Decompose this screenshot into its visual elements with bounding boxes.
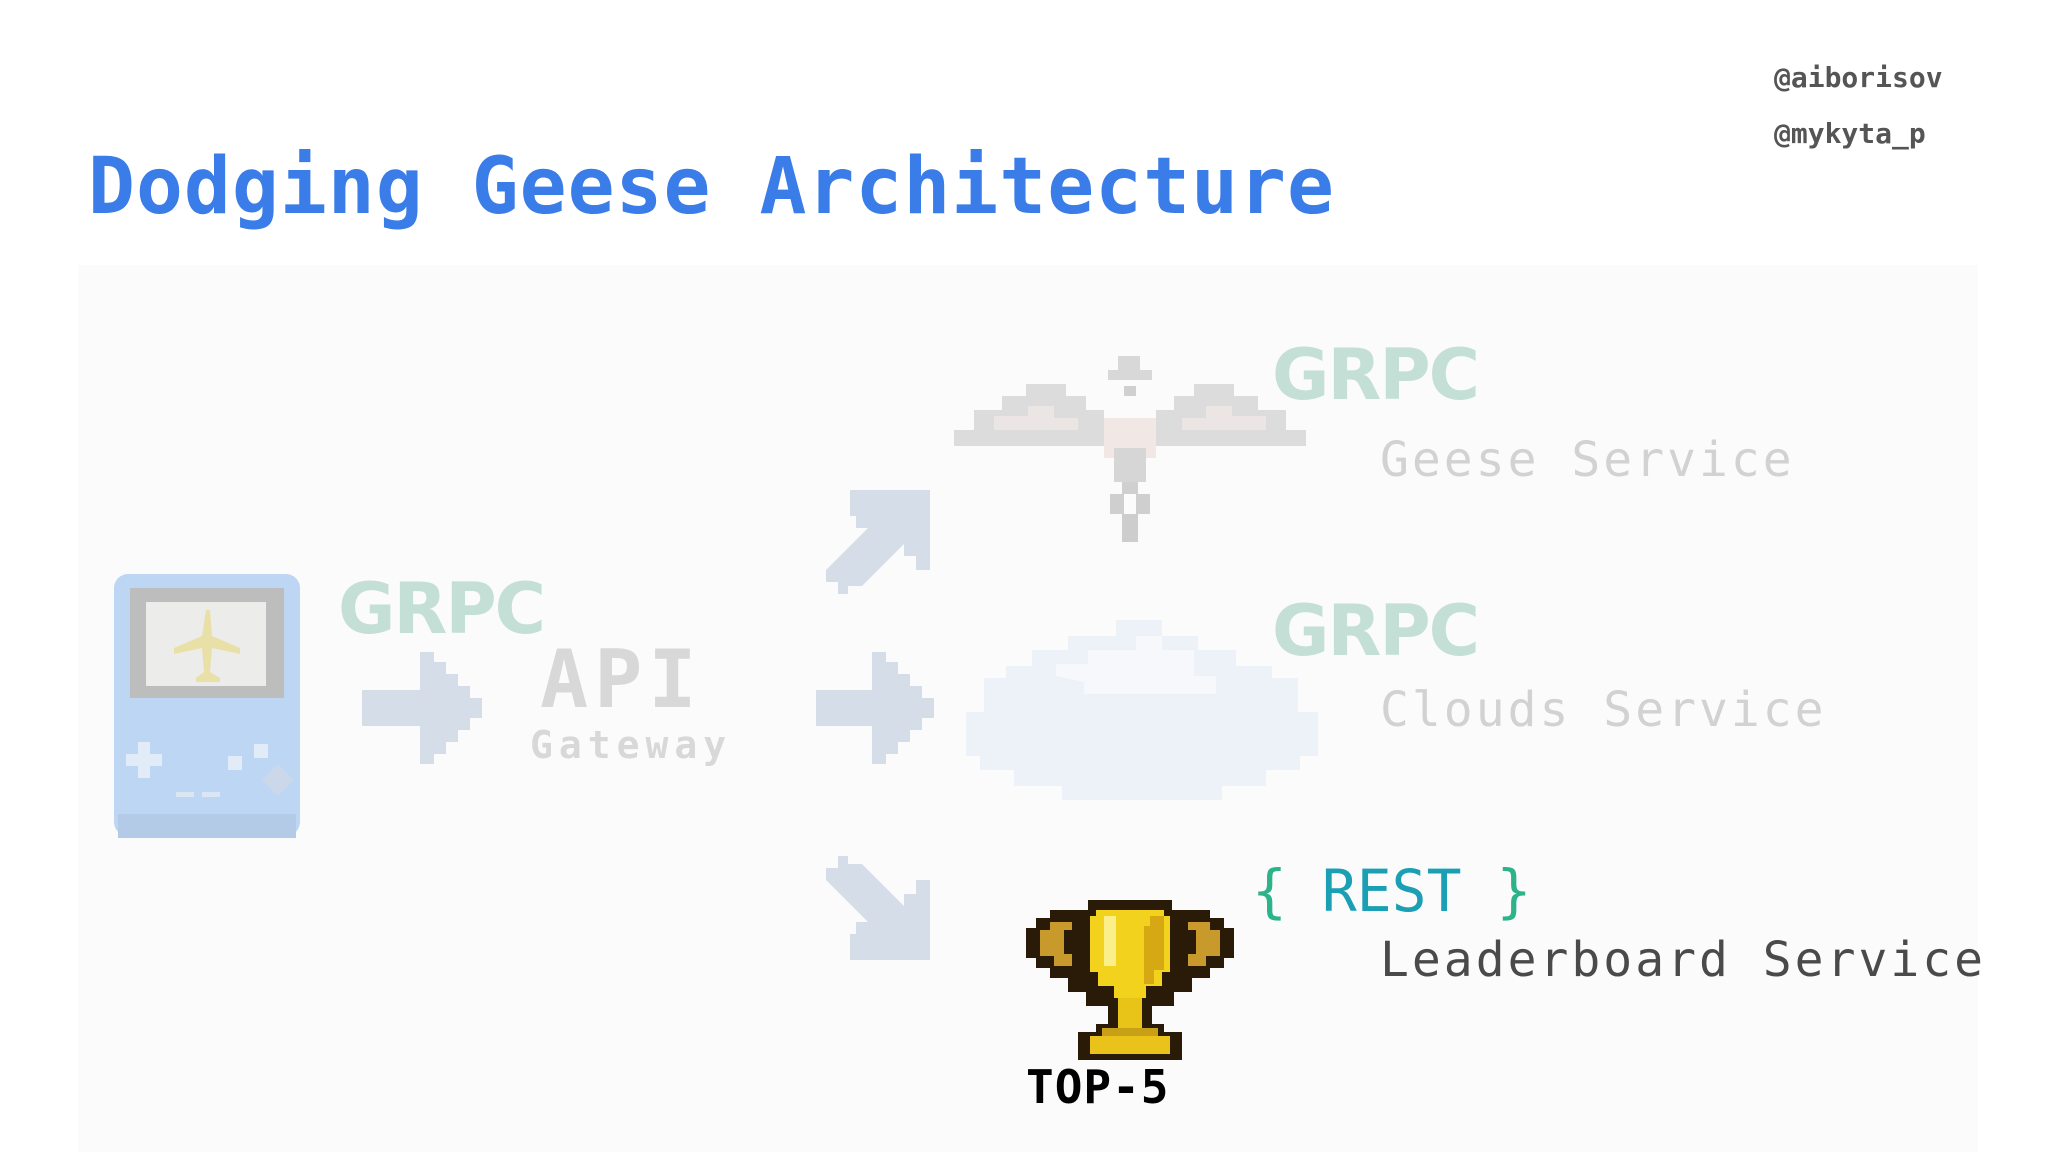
goose-icon bbox=[954, 356, 1306, 542]
leaderboard-service-label: Leaderboard Service bbox=[1380, 932, 1987, 988]
rest-close-brace: } bbox=[1496, 857, 1532, 925]
trophy-label: TOP-5 bbox=[1026, 1060, 1170, 1114]
trophy-icon bbox=[1026, 900, 1234, 1060]
arrow-right-icon bbox=[816, 652, 934, 764]
author-handle-1: @aiborisov bbox=[1774, 61, 1943, 94]
clouds-service-label: Clouds Service bbox=[1380, 682, 1827, 738]
geese-service-label: Geese Service bbox=[1380, 432, 1795, 488]
author-handle-2: @mykyta_p bbox=[1774, 117, 1926, 150]
api-gateway-subtitle: Gateway bbox=[530, 723, 733, 767]
grpc-label-client: GRPC bbox=[338, 568, 546, 650]
rest-text: REST bbox=[1321, 857, 1462, 925]
rest-label: { REST } bbox=[1252, 862, 1531, 920]
arrow-right-icon bbox=[362, 652, 482, 764]
api-gateway-title: API bbox=[540, 633, 703, 726]
arrow-down-right-icon bbox=[826, 856, 930, 960]
cloud-icon bbox=[966, 620, 1318, 800]
grpc-label-clouds: GRPC bbox=[1272, 590, 1480, 672]
grpc-label-geese: GRPC bbox=[1272, 334, 1480, 416]
gameboy-icon bbox=[114, 574, 300, 838]
arrow-up-right-icon bbox=[826, 490, 930, 594]
slide-title: Dodging Geese Architecture bbox=[88, 142, 1335, 232]
rest-open-brace: { bbox=[1252, 857, 1287, 925]
